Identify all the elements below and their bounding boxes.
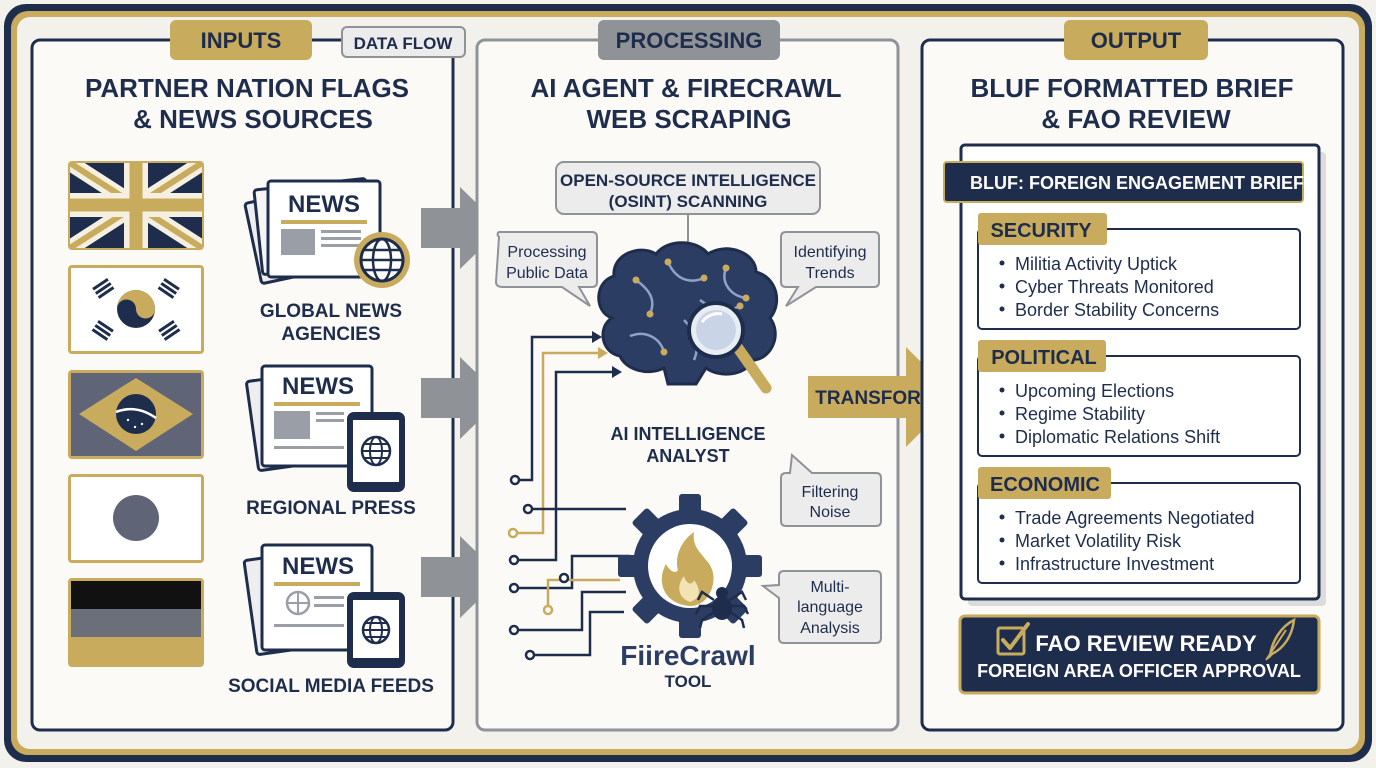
callout-processing-public-data: Processing Public Data: [494, 231, 598, 307]
processing-title-line2: WEB SCRAPING: [586, 104, 791, 134]
inputs-badge-label: INPUTS: [201, 28, 282, 53]
svg-text:Multi-: Multi-: [810, 579, 849, 596]
section-economic: [977, 482, 1301, 584]
arrow-right-icon: [421, 536, 502, 618]
spider-icon: [694, 587, 750, 629]
section-economic-title: ECONOMIC: [990, 474, 1100, 496]
quill-pen-icon: [1265, 617, 1296, 661]
firecrawl-gear-icon: [618, 494, 762, 638]
inputs-title-line2: & NEWS SOURCES: [133, 104, 373, 134]
news-icon-text: NEWS: [282, 553, 354, 580]
callout-filtering-noise: Filtering Noise: [780, 452, 882, 527]
svg-text:Noise: Noise: [810, 504, 851, 521]
section-security-tab: [978, 213, 1107, 245]
svg-text:Filtering: Filtering: [802, 484, 859, 501]
tablet-globe-icon: [347, 592, 405, 668]
source-label-global-line2: AGENCIES: [281, 324, 380, 345]
output-badge-label: OUTPUT: [1091, 28, 1182, 53]
svg-text:Analysis: Analysis: [800, 620, 860, 637]
source-label-social: SOCIAL MEDIA FEEDS: [228, 676, 434, 697]
svg-text:language: language: [797, 599, 863, 616]
checkbox-check-icon: [996, 622, 1030, 656]
news-icon-regional: NEWS: [245, 364, 374, 472]
section-security: [977, 228, 1301, 330]
svg-text:Trends: Trends: [805, 265, 854, 282]
bullet-item: Market Volatility Risk: [1015, 531, 1182, 551]
section-political-tab: [978, 340, 1106, 372]
brief-title: BLUF: FOREIGN ENGAGEMENT BRIEF: [970, 173, 1304, 193]
globe-icon: [354, 232, 410, 288]
tablet-globe-icon: [347, 412, 405, 492]
section-political-title: POLITICAL: [991, 347, 1097, 369]
processing-badge: [598, 20, 780, 60]
callout-multi-language-analysis: Multi- language Analysis: [760, 570, 882, 644]
processing-title-line1: AI AGENT & FIRECRAWL: [530, 73, 841, 103]
flag-union-jack: [68, 161, 204, 250]
flag-south-korea: [68, 265, 204, 354]
transform-arrow: [808, 347, 956, 447]
output-title-line1: BLUF FORMATTED BRIEF: [970, 73, 1293, 103]
fao-review-banner: [958, 614, 1321, 695]
source-label-global-line1: GLOBAL NEWS: [260, 301, 402, 322]
data-flow-label: DATA FLOW: [354, 34, 454, 53]
callout-identifying-trends: Identifying Trends: [780, 231, 880, 307]
svg-text:Public Data: Public Data: [506, 265, 588, 282]
svg-text:Identifying: Identifying: [794, 244, 867, 261]
bullet-item: Militia Activity Uptick: [1015, 254, 1178, 274]
circuit-nodes: [507, 474, 570, 661]
fao-review-subtitle: FOREIGN AREA OFFICER APPROVAL: [977, 661, 1301, 681]
news-icon-social: NEWS: [242, 543, 374, 656]
firecrawl-tool-name: FiireCrawl: [620, 640, 755, 671]
news-icon-global: NEWS: [243, 177, 382, 285]
arrow-right-icon: [421, 357, 502, 439]
data-circuit-lines: [513, 335, 630, 657]
bullet-item: Border Stability Concerns: [1015, 300, 1219, 320]
analyst-label-line2: ANALYST: [646, 446, 729, 466]
firecrawl-tool-label: TOOL: [665, 672, 712, 691]
osint-line2: (OSINT) SCANNING: [609, 192, 768, 211]
brief-header: [943, 161, 1304, 203]
processing-badge-label: PROCESSING: [616, 28, 763, 53]
osint-line1: OPEN-SOURCE INTELLIGENCE: [560, 171, 816, 190]
fao-review-title: FAO REVIEW READY: [1035, 631, 1257, 656]
source-label-regional: REGIONAL PRESS: [246, 498, 416, 519]
data-flow-badge: [341, 26, 466, 58]
flag-japan: [68, 474, 204, 563]
analyst-label-line1: AI INTELLIGENCE: [610, 424, 765, 444]
transform-label: TRANSFORM: [815, 388, 936, 409]
inputs-badge: [170, 20, 312, 60]
bullet-item: Regime Stability: [1015, 404, 1145, 424]
output-title-line2: & FAO REVIEW: [1041, 104, 1231, 134]
bullet-item: Trade Agreements Negotiated: [1015, 508, 1254, 528]
circuit-arrowheads: [592, 331, 622, 378]
magnifier-icon: [687, 301, 772, 394]
bullet-item: Diplomatic Relations Shift: [1015, 427, 1220, 447]
arrow-right-icon: [421, 187, 502, 269]
section-economic-tab: [978, 467, 1111, 499]
section-security-title: SECURITY: [990, 220, 1092, 242]
flag-tricolor: [68, 578, 204, 667]
svg-text:Processing: Processing: [507, 244, 586, 261]
flow-arrows: [421, 187, 502, 618]
news-icon-text: NEWS: [288, 191, 360, 218]
bullet-item: Upcoming Elections: [1015, 381, 1174, 401]
section-political: [977, 355, 1301, 457]
bullet-item: Cyber Threats Monitored: [1015, 277, 1214, 297]
bullet-item: Infrastructure Investment: [1015, 554, 1214, 574]
output-badge: [1064, 20, 1208, 60]
inputs-title-line1: PARTNER NATION FLAGS: [85, 73, 409, 103]
flag-brazil: [68, 370, 204, 459]
news-icon-text: NEWS: [282, 373, 354, 400]
